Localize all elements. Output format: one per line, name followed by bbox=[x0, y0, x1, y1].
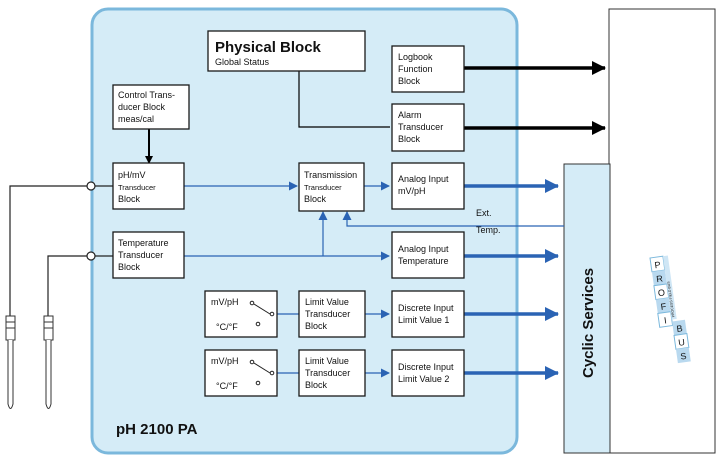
svg-text:B: B bbox=[676, 323, 683, 334]
profibus-logo bbox=[649, 255, 691, 364]
svg-text:Limit Value: Limit Value bbox=[305, 297, 349, 307]
svg-text:Transmission: Transmission bbox=[304, 170, 357, 180]
ph-transducer-block: pH/mV Transducer Block bbox=[112, 162, 185, 210]
svg-text:Analog Input: Analog Input bbox=[398, 244, 449, 254]
unit-switch-1: mV/pH °C/°F bbox=[204, 290, 278, 338]
svg-text:Limit Value 2: Limit Value 2 bbox=[398, 374, 449, 384]
svg-text:Block: Block bbox=[305, 321, 328, 331]
svg-text:Transducer: Transducer bbox=[305, 309, 350, 319]
svg-text:Limit Value 1: Limit Value 1 bbox=[398, 315, 449, 325]
svg-text:ducer Block: ducer Block bbox=[118, 102, 166, 112]
svg-text:Block: Block bbox=[118, 262, 141, 272]
svg-text:Block: Block bbox=[305, 380, 328, 390]
svg-text:Physical Block: Physical Block bbox=[215, 39, 322, 56]
connector-node bbox=[86, 181, 96, 191]
discrete-input-block-1: Discrete Input Limit Value 1 bbox=[391, 290, 465, 338]
connector-node bbox=[86, 251, 96, 261]
svg-text:I: I bbox=[663, 315, 667, 325]
svg-text:°C/°F: °C/°F bbox=[216, 322, 238, 332]
transmission-transducer-block: Transmission Transducer Block bbox=[298, 162, 365, 212]
svg-text:Block: Block bbox=[118, 194, 141, 204]
svg-text:Limit Value: Limit Value bbox=[305, 356, 349, 366]
svg-text:Control Trans-: Control Trans- bbox=[118, 90, 175, 100]
svg-text:Block: Block bbox=[304, 194, 327, 204]
ext-temp-arrow bbox=[342, 211, 564, 227]
temperature-probe-icon bbox=[43, 315, 54, 409]
svg-text:Function: Function bbox=[398, 64, 433, 74]
ext-temp-label: Temp. bbox=[476, 225, 501, 235]
cyclic-services-label: Cyclic Services bbox=[580, 268, 597, 378]
svg-text:Global Status: Global Status bbox=[215, 57, 270, 67]
temperature-transducer-block: Temperature Transducer Block bbox=[112, 231, 185, 279]
device-name-label: pH 2100 PA bbox=[116, 421, 198, 438]
physical-to-alarm-line bbox=[298, 71, 390, 128]
limit-value-transducer-block-2: Limit Value Transducer Block bbox=[298, 349, 366, 397]
svg-text:Alarm: Alarm bbox=[398, 110, 422, 120]
analog-input-temperature-block: Analog Input Temperature bbox=[391, 231, 465, 279]
control-transducer-block: Control Trans- ducer Block meas/cal bbox=[112, 84, 190, 130]
ext-temp-label: Ext. bbox=[476, 208, 492, 218]
svg-text:Block: Block bbox=[398, 134, 421, 144]
svg-text:S: S bbox=[680, 351, 687, 362]
svg-text:Transducer: Transducer bbox=[118, 183, 156, 192]
svg-text:U: U bbox=[678, 337, 686, 348]
svg-text:O: O bbox=[657, 287, 665, 298]
svg-text:Discrete Input: Discrete Input bbox=[398, 362, 454, 372]
svg-text:Temperature: Temperature bbox=[118, 238, 169, 248]
svg-text:mV/pH: mV/pH bbox=[211, 297, 239, 307]
svg-text:Block: Block bbox=[398, 76, 421, 86]
svg-text:Transducer: Transducer bbox=[118, 250, 163, 260]
svg-text:Transducer: Transducer bbox=[305, 368, 350, 378]
svg-text:PROCESS FIELD BUS: PROCESS FIELD BUS bbox=[666, 281, 675, 318]
ph-electrode-icon bbox=[5, 315, 16, 409]
svg-text:Logbook: Logbook bbox=[398, 52, 433, 62]
svg-text:Discrete Input: Discrete Input bbox=[398, 303, 454, 313]
svg-text:F: F bbox=[660, 301, 667, 312]
limit-value-transducer-block-1: Limit Value Transducer Block bbox=[298, 290, 366, 338]
cyclic-services-column bbox=[563, 163, 611, 454]
svg-text:meas/cal: meas/cal bbox=[118, 114, 154, 124]
profibus-logo-letters: P R O F I B U S PROCESS FIELD BUS bbox=[654, 260, 687, 362]
logbook-function-block: Logbook Function Block bbox=[391, 45, 465, 93]
discrete-input-block-2: Discrete Input Limit Value 2 bbox=[391, 349, 465, 397]
unit-switch-2: mV/pH °C/°F bbox=[204, 349, 278, 397]
svg-text:Temperature: Temperature bbox=[398, 256, 449, 266]
svg-text:mV/pH: mV/pH bbox=[211, 356, 239, 366]
svg-text:pH/mV: pH/mV bbox=[118, 170, 146, 180]
svg-text:Transducer: Transducer bbox=[398, 122, 443, 132]
svg-text:mV/pH: mV/pH bbox=[398, 186, 426, 196]
svg-text:P: P bbox=[654, 260, 661, 271]
svg-text:Analog Input: Analog Input bbox=[398, 174, 449, 184]
analog-input-ph-block: Analog Input mV/pH bbox=[391, 162, 465, 210]
svg-text:Transducer: Transducer bbox=[304, 183, 342, 192]
physical-block: Physical Block Global Status bbox=[207, 30, 366, 72]
svg-text:R: R bbox=[656, 273, 664, 284]
svg-text:°C/°F: °C/°F bbox=[216, 381, 238, 391]
alarm-transducer-block: Alarm Transducer Block bbox=[391, 103, 465, 152]
fieldbus-panel bbox=[608, 8, 716, 454]
